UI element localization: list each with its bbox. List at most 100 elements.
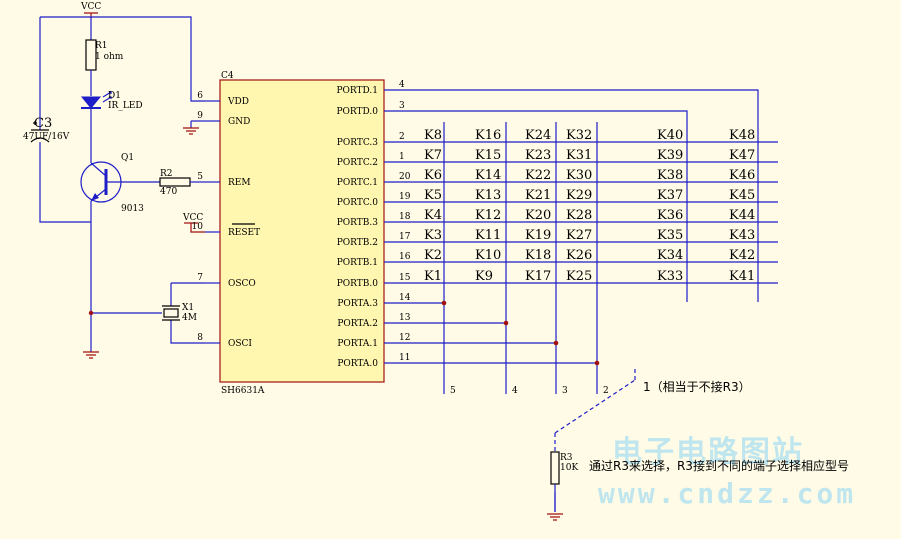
ic-ref-label: C4 <box>221 71 234 81</box>
key-label: K22 <box>525 168 551 183</box>
key-label: K7 <box>424 148 442 163</box>
option-note: 1（相当于不接R3） <box>643 379 751 394</box>
ic-pin-number: 12 <box>399 333 410 343</box>
column-number: 2 <box>603 386 609 396</box>
ground-symbol-ic <box>183 127 199 135</box>
svg-text:4M: 4M <box>182 313 197 323</box>
junction-dot <box>88 310 94 316</box>
key-matrix-wires <box>384 89 778 394</box>
ic-pin-number: 20 <box>399 172 411 182</box>
ic-pin-name: PORTB.0 <box>337 279 379 289</box>
q1-transistor: Q1 9013 <box>80 153 144 214</box>
ic-pin-name: PORTA.2 <box>337 319 378 329</box>
ic-pin-number: 10 <box>192 222 204 232</box>
ic-pin-name: RESET <box>228 228 260 238</box>
key-label: K25 <box>566 269 592 284</box>
ic-part-label: SH6631A <box>221 386 265 396</box>
ic-pin-number: 14 <box>399 293 411 303</box>
r3-dashed-link <box>554 366 636 452</box>
key-label: K46 <box>729 168 755 183</box>
ic-pin-name: PORTA.0 <box>337 359 378 369</box>
key-label: K35 <box>657 228 683 243</box>
ic-pin-name: PORTD.1 <box>336 86 378 96</box>
key-label: K8 <box>424 128 442 143</box>
junction-dot <box>553 340 559 346</box>
key-label: K17 <box>525 269 551 284</box>
ic-pin-number: 13 <box>399 313 411 323</box>
key-label: K41 <box>729 269 755 284</box>
key-label: K39 <box>657 148 683 163</box>
key-label: K20 <box>525 208 551 223</box>
select-note: 通过R3来选择，R3接到不同的端子选择相应型号 <box>589 458 849 473</box>
key-label: K37 <box>657 188 683 203</box>
watermark-title: 电子电路图站 <box>612 435 804 470</box>
column-number: 3 <box>562 386 568 396</box>
ic-pin-number: 17 <box>399 232 411 242</box>
key-label: K32 <box>566 128 592 143</box>
ic-pin-name: PORTD.0 <box>336 107 378 117</box>
vcc-top-symbol: VCC <box>80 2 101 17</box>
key-label: K45 <box>729 188 755 203</box>
key-label: K29 <box>566 188 592 203</box>
ic-pin-number: 4 <box>399 80 405 90</box>
key-label: K18 <box>525 248 551 263</box>
column-number: 4 <box>512 386 518 396</box>
ic-pin-number: 6 <box>197 91 203 101</box>
ic-pin-name: PORTA.3 <box>337 299 378 309</box>
c3-bottom-wire <box>39 142 91 223</box>
junction-dot <box>594 360 600 366</box>
key-label: K3 <box>424 228 442 243</box>
ic-pin-name: OSCI <box>228 339 252 349</box>
key-label: K11 <box>475 228 501 243</box>
svg-text:IR_LED: IR_LED <box>108 101 143 111</box>
ic-pin-name: PORTB.1 <box>337 258 378 268</box>
ic-pin-number: 5 <box>197 172 203 182</box>
svg-text:47UF/16V: 47UF/16V <box>23 132 70 142</box>
junction-dot <box>441 300 447 306</box>
key-label: K21 <box>525 188 551 203</box>
d1-ir-led: D1 IR_LED <box>80 91 143 111</box>
key-label: K27 <box>566 228 592 243</box>
key-label: K13 <box>475 188 501 203</box>
ic-pin-name: PORTB.2 <box>337 238 378 248</box>
key-label: K47 <box>729 148 755 163</box>
svg-text:X1: X1 <box>182 303 194 313</box>
x1-crystal: X1 4M <box>162 303 197 323</box>
ground-symbol-r3 <box>547 513 563 521</box>
ic-pin-number: 3 <box>399 101 405 111</box>
ic-right-pins: PORTD.14PORTD.03PORTC.32PORTC.21PORTC.12… <box>336 80 410 369</box>
ic-pin-number: 16 <box>399 252 411 262</box>
ic-sh6631a: C4 SH6631A <box>219 71 385 396</box>
key-label: K4 <box>424 208 442 223</box>
key-label: K48 <box>729 128 755 143</box>
ic-pin-number: 8 <box>197 333 203 343</box>
watermark-url: www.cndzz.com <box>598 477 856 510</box>
svg-text:10K: 10K <box>560 463 578 473</box>
portd1-wire <box>384 89 759 302</box>
key-label: K36 <box>657 208 683 223</box>
svg-text:R1: R1 <box>95 41 108 51</box>
ic-pin-number: 19 <box>399 192 411 202</box>
ic-pin-name: PORTC.2 <box>337 158 378 168</box>
r3-resistor: R3 10K <box>550 451 578 485</box>
svg-text:R3: R3 <box>560 453 573 463</box>
ic-pin-name: GND <box>228 117 250 127</box>
key-label: K26 <box>566 248 592 263</box>
vcc-reset-symbol: VCC <box>182 213 205 233</box>
key-label: K28 <box>566 208 592 223</box>
ic-pin-name: PORTC.3 <box>337 138 378 148</box>
svg-text:Q1: Q1 <box>121 153 134 163</box>
key-label: K30 <box>566 168 592 183</box>
key-label: K19 <box>525 228 551 243</box>
ic-pin-number: 18 <box>399 212 411 222</box>
key-label: K31 <box>566 148 592 163</box>
key-label: K23 <box>525 148 551 163</box>
svg-text:9013: 9013 <box>121 204 144 214</box>
key-label: K5 <box>424 188 442 203</box>
key-label: K44 <box>729 208 755 223</box>
r1-resistor: R1 1 ohm <box>85 39 124 71</box>
junction-dot <box>503 320 509 326</box>
